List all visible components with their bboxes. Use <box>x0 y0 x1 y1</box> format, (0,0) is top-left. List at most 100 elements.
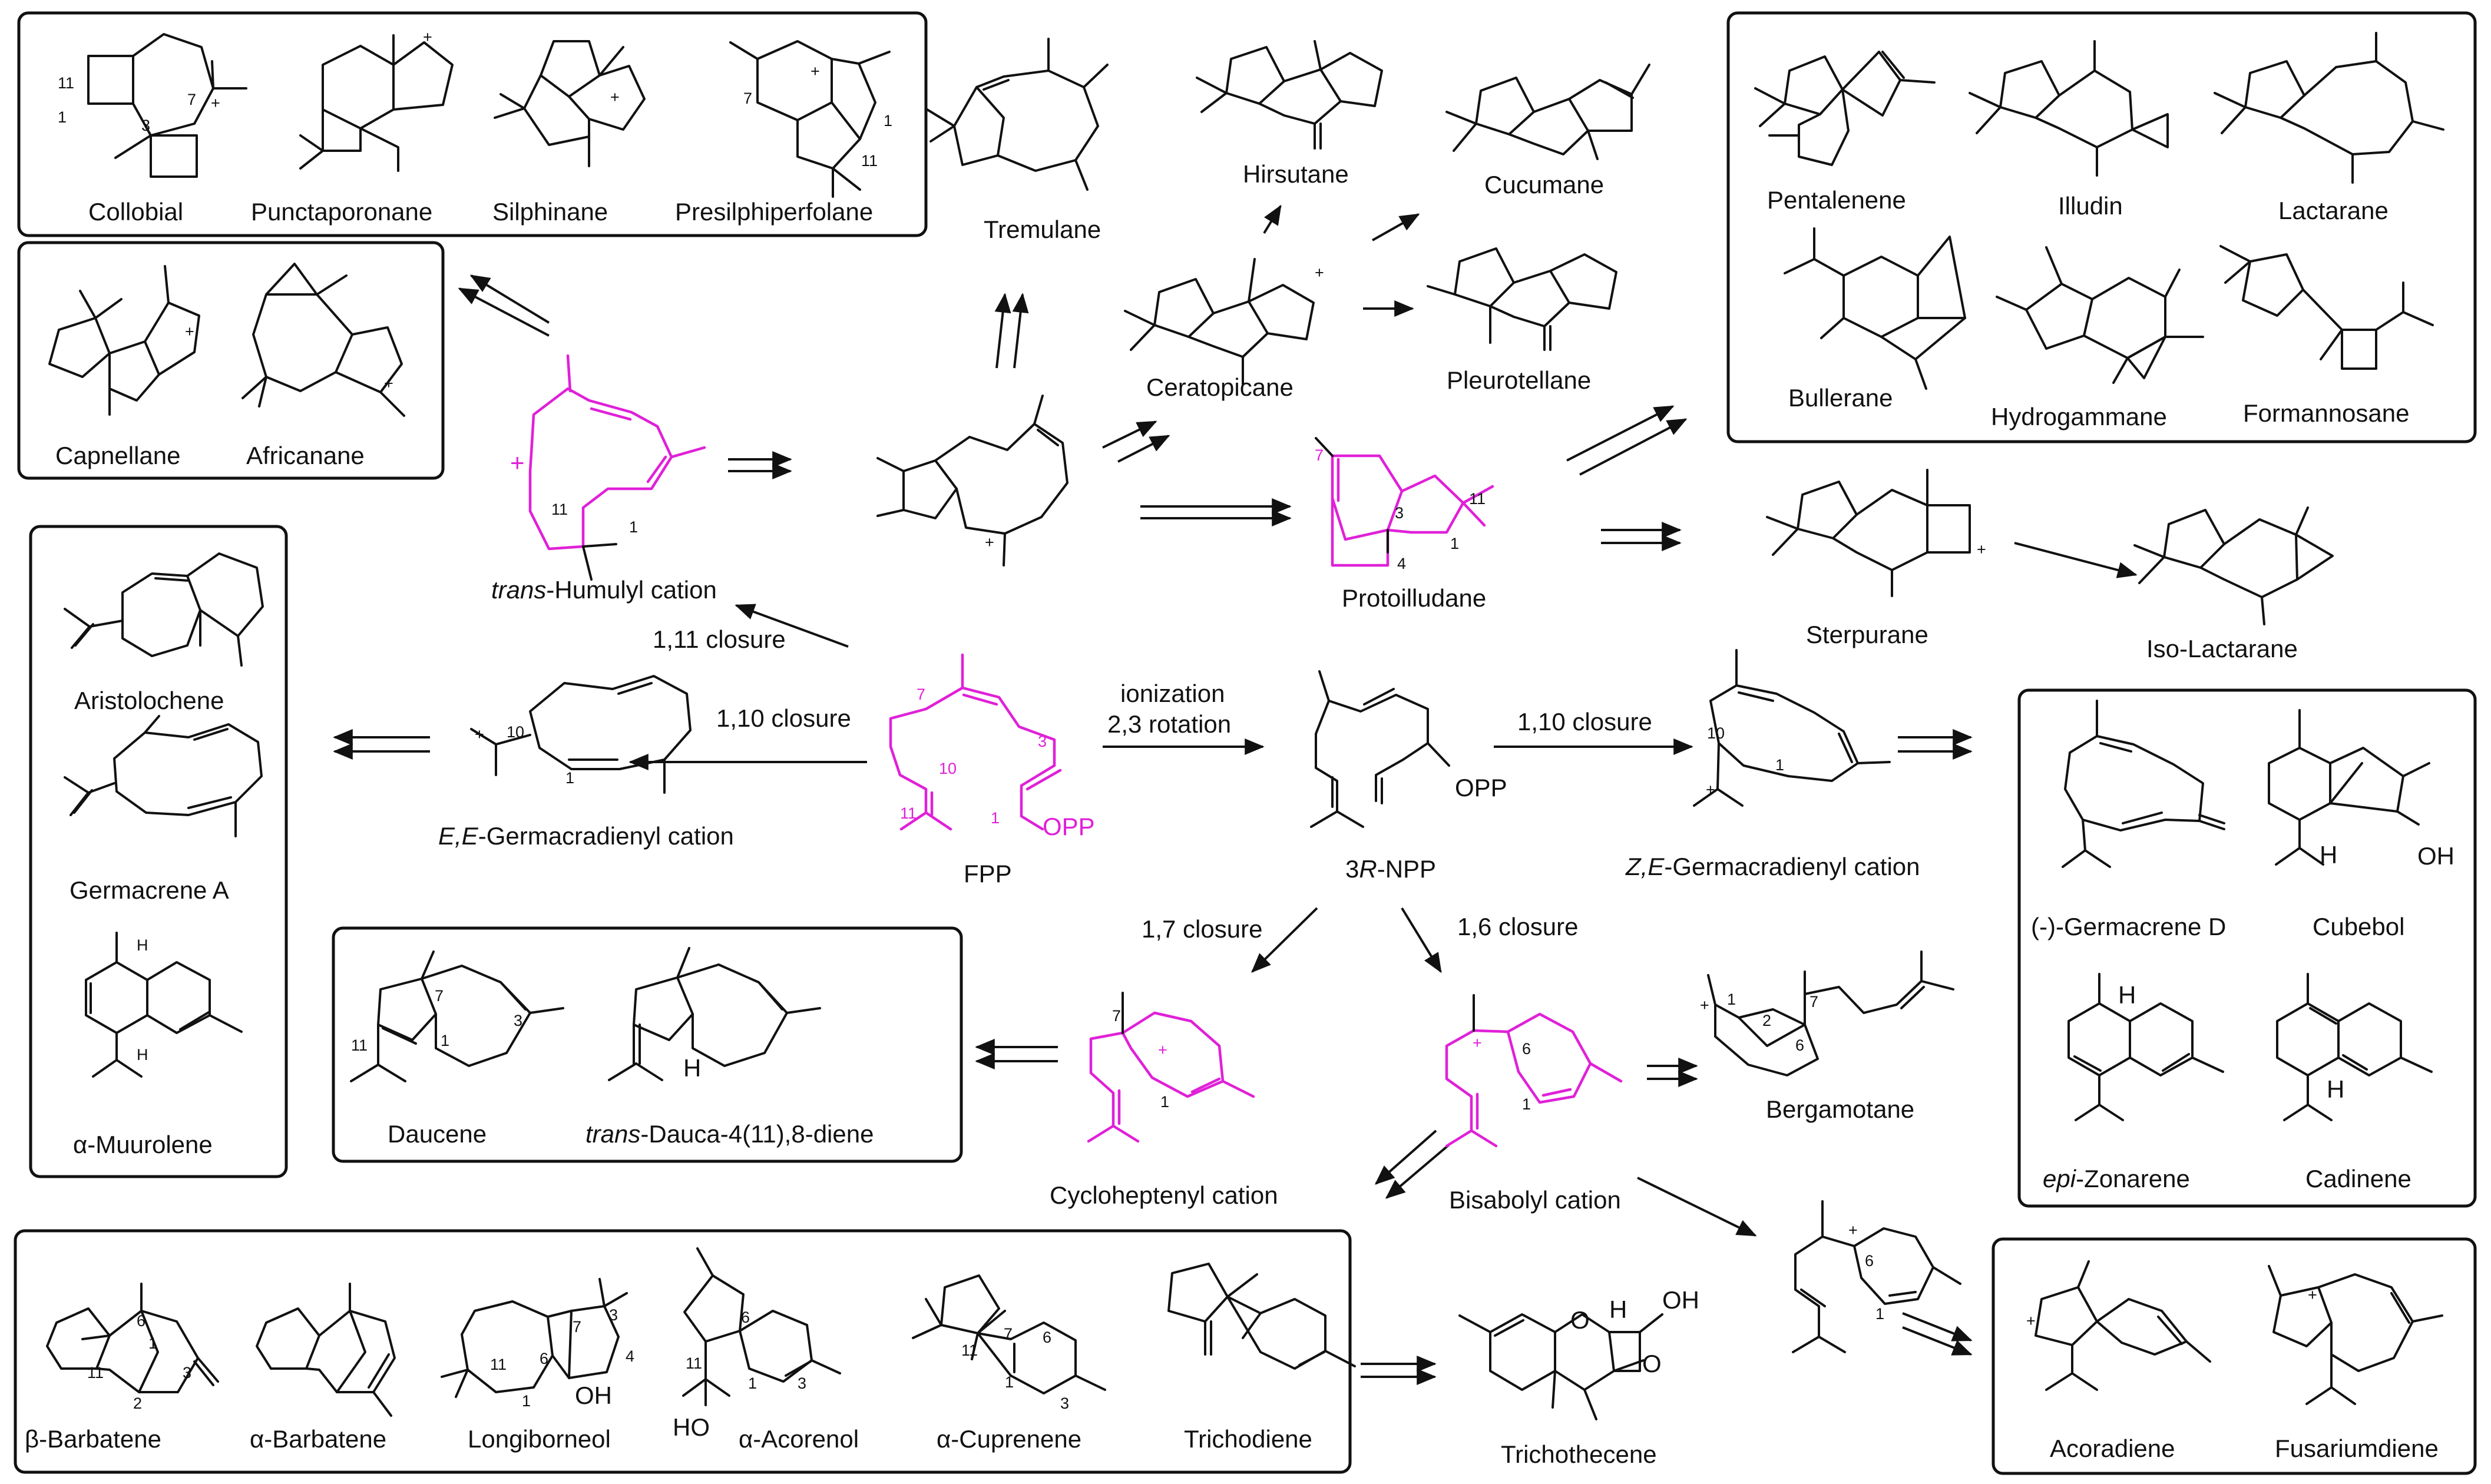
structure-lactarane <box>2214 32 2444 184</box>
structure-formannosane <box>2219 245 2434 370</box>
box-acoradiene-group <box>1992 1237 2477 1475</box>
label-epizonarene: epi-Zonarene <box>2043 1165 2190 1192</box>
structure-presilphiperfolane: 7 + 1 11 <box>729 40 892 198</box>
label-hydrogammane: Hydrogammane <box>1991 403 2167 430</box>
proto-num-1: 1 <box>1450 535 1459 552</box>
structure-ZE-germacradienyl: + 10 1 <box>1693 649 1891 807</box>
label-cadinene: Cadinene <box>2305 1165 2411 1192</box>
label-germacreneA: Germacrene A <box>70 876 229 904</box>
structure-daucene: 7 3 1 11 <box>350 950 564 1082</box>
structure-muurolene: H H <box>85 932 243 1078</box>
label-bergamotane: Bergamotane <box>1766 1095 1914 1123</box>
ze-num-10: 10 <box>1707 724 1725 742</box>
ze-plus: + <box>1706 781 1715 799</box>
structure-longiborneol: 7 3 4 6 11 1 OH <box>441 1278 634 1410</box>
label-capnellane: Capnellane <box>55 442 181 469</box>
label-formannosane: Formannosane <box>2243 399 2410 427</box>
structure-isolactarane <box>2133 506 2334 625</box>
sterpurane-plus: + <box>1977 541 1986 558</box>
cyclo-num-7: 7 <box>1112 1007 1121 1025</box>
daucene-num-7: 7 <box>435 987 444 1005</box>
label-collobial: Collobial <box>88 198 183 226</box>
structure-bicyclic-cation: + <box>876 395 1068 567</box>
label-cubebol: Cubebol <box>2313 913 2404 940</box>
bbarb-num-11: 11 <box>87 1364 104 1382</box>
tricho-o2: O <box>1642 1350 1662 1377</box>
box-collobial-group <box>17 11 928 237</box>
dauca-h: H <box>683 1054 701 1082</box>
bbarb-num-6: 6 <box>137 1312 145 1330</box>
longi-num-3: 3 <box>609 1306 618 1324</box>
africanane-plus: + <box>384 375 393 392</box>
label-pentalenene: Pentalenene <box>1767 186 1906 214</box>
label-muurolene: α-Muurolene <box>73 1131 213 1158</box>
structure-bisabolyl-branch: + 6 1 <box>1792 1200 1961 1353</box>
label-ceratopicane: Ceratopicane <box>1146 373 1294 401</box>
bergamotane-num-7: 7 <box>1809 993 1818 1011</box>
structure-acuprenene: 11 7 6 1 3 <box>912 1274 1106 1412</box>
reaction-1-7-closure: 1,7 closure <box>1142 915 1262 943</box>
fpp-num-7: 7 <box>917 685 925 703</box>
structure-illudin <box>1969 40 2169 177</box>
label-daucene: Daucene <box>388 1120 487 1148</box>
label-trichodiene: Trichodiene <box>1184 1425 1312 1453</box>
label-hirsutane: Hirsutane <box>1243 160 1349 188</box>
bisabolyl-num-1: 1 <box>1522 1095 1531 1113</box>
collobial-plus: + <box>211 94 220 112</box>
tricho-oh: OH <box>1662 1286 1699 1314</box>
structure-humulyl-cation: + 11 1 <box>510 354 706 581</box>
structure-aristolochene <box>64 552 264 667</box>
structure-fusariumdiene: + <box>2268 1265 2443 1405</box>
structure-silphinane: + <box>494 40 646 167</box>
structure-punctaporonane: + <box>299 28 454 172</box>
branch-num-6: 6 <box>1865 1252 1874 1270</box>
structure-collobial: 11 1 3 7 + <box>58 33 247 178</box>
reaction-1-10-closure-b: 1,10 closure <box>1517 708 1652 736</box>
structure-cadinene: H <box>2276 973 2433 1121</box>
structure-bbarbatene: 6 1 11 2 3 <box>46 1283 219 1412</box>
label-presilphiperfolane: Presilphiperfolane <box>675 198 873 226</box>
label-cucumane: Cucumane <box>1484 171 1604 198</box>
label-bbarbatene: β-Barbatene <box>25 1425 161 1453</box>
longi-num-1: 1 <box>522 1392 531 1410</box>
label-silphinane: Silphinane <box>492 198 608 226</box>
npp-opp: OPP <box>1455 774 1507 801</box>
bisabolyl-plus: + <box>1473 1034 1482 1052</box>
structure-hirsutane <box>1196 40 1383 150</box>
bisabolyl-num-6: 6 <box>1522 1040 1531 1058</box>
acorenol-num-11: 11 <box>686 1354 702 1372</box>
reaction-1-6-closure: 1,6 closure <box>1457 913 1578 940</box>
structure-hydrogammane <box>1996 246 2204 384</box>
humulyl-plus: + <box>510 449 525 476</box>
fpp-num-1: 1 <box>991 809 1000 827</box>
label-humulyl-cation: trans-Humulyl cation <box>491 576 717 604</box>
longi-num-7: 7 <box>573 1318 581 1336</box>
presil-num-7: 7 <box>743 90 752 107</box>
bbarb-num-1: 1 <box>148 1334 157 1352</box>
muurolene-h1: H <box>137 936 148 954</box>
bergamotane-num-2: 2 <box>1762 1012 1771 1029</box>
longi-oh: OH <box>575 1382 612 1409</box>
bbarb-num-2: 2 <box>133 1394 142 1412</box>
label-tremulane: Tremulane <box>984 216 1101 243</box>
label-daucadiene: trans-Dauca-4(11),8-diene <box>585 1120 874 1148</box>
proto-num-3: 3 <box>1395 504 1404 522</box>
structure-bergamotane: + 1 2 7 6 <box>1700 950 1954 1076</box>
label-protoilludane: Protoilludane <box>1342 584 1486 612</box>
silphinane-plus: + <box>610 88 620 106</box>
collobial-num-11: 11 <box>58 74 74 92</box>
label-bullerane: Bullerane <box>1788 384 1893 412</box>
label-longiborneol: Longiborneol <box>468 1425 611 1453</box>
structure-sterpurane: + <box>1766 469 1986 597</box>
structure-aacorenol: 6 1 11 3 HO <box>673 1247 841 1441</box>
bicyclic-plus: + <box>985 534 994 551</box>
label-isolactarane: Iso-Lactarane <box>2146 635 2298 662</box>
presil-num-1: 1 <box>884 112 892 130</box>
structure-tremulane <box>926 38 1109 191</box>
label-bisabolyl: Bisabolyl cation <box>1449 1186 1621 1214</box>
ee-plus: + <box>475 726 484 743</box>
cuprenene-num-11: 11 <box>961 1341 978 1359</box>
longi-num-6: 6 <box>540 1350 548 1367</box>
acoradiene-plus: + <box>2026 1312 2036 1330</box>
proto-num-4: 4 <box>1397 555 1406 572</box>
